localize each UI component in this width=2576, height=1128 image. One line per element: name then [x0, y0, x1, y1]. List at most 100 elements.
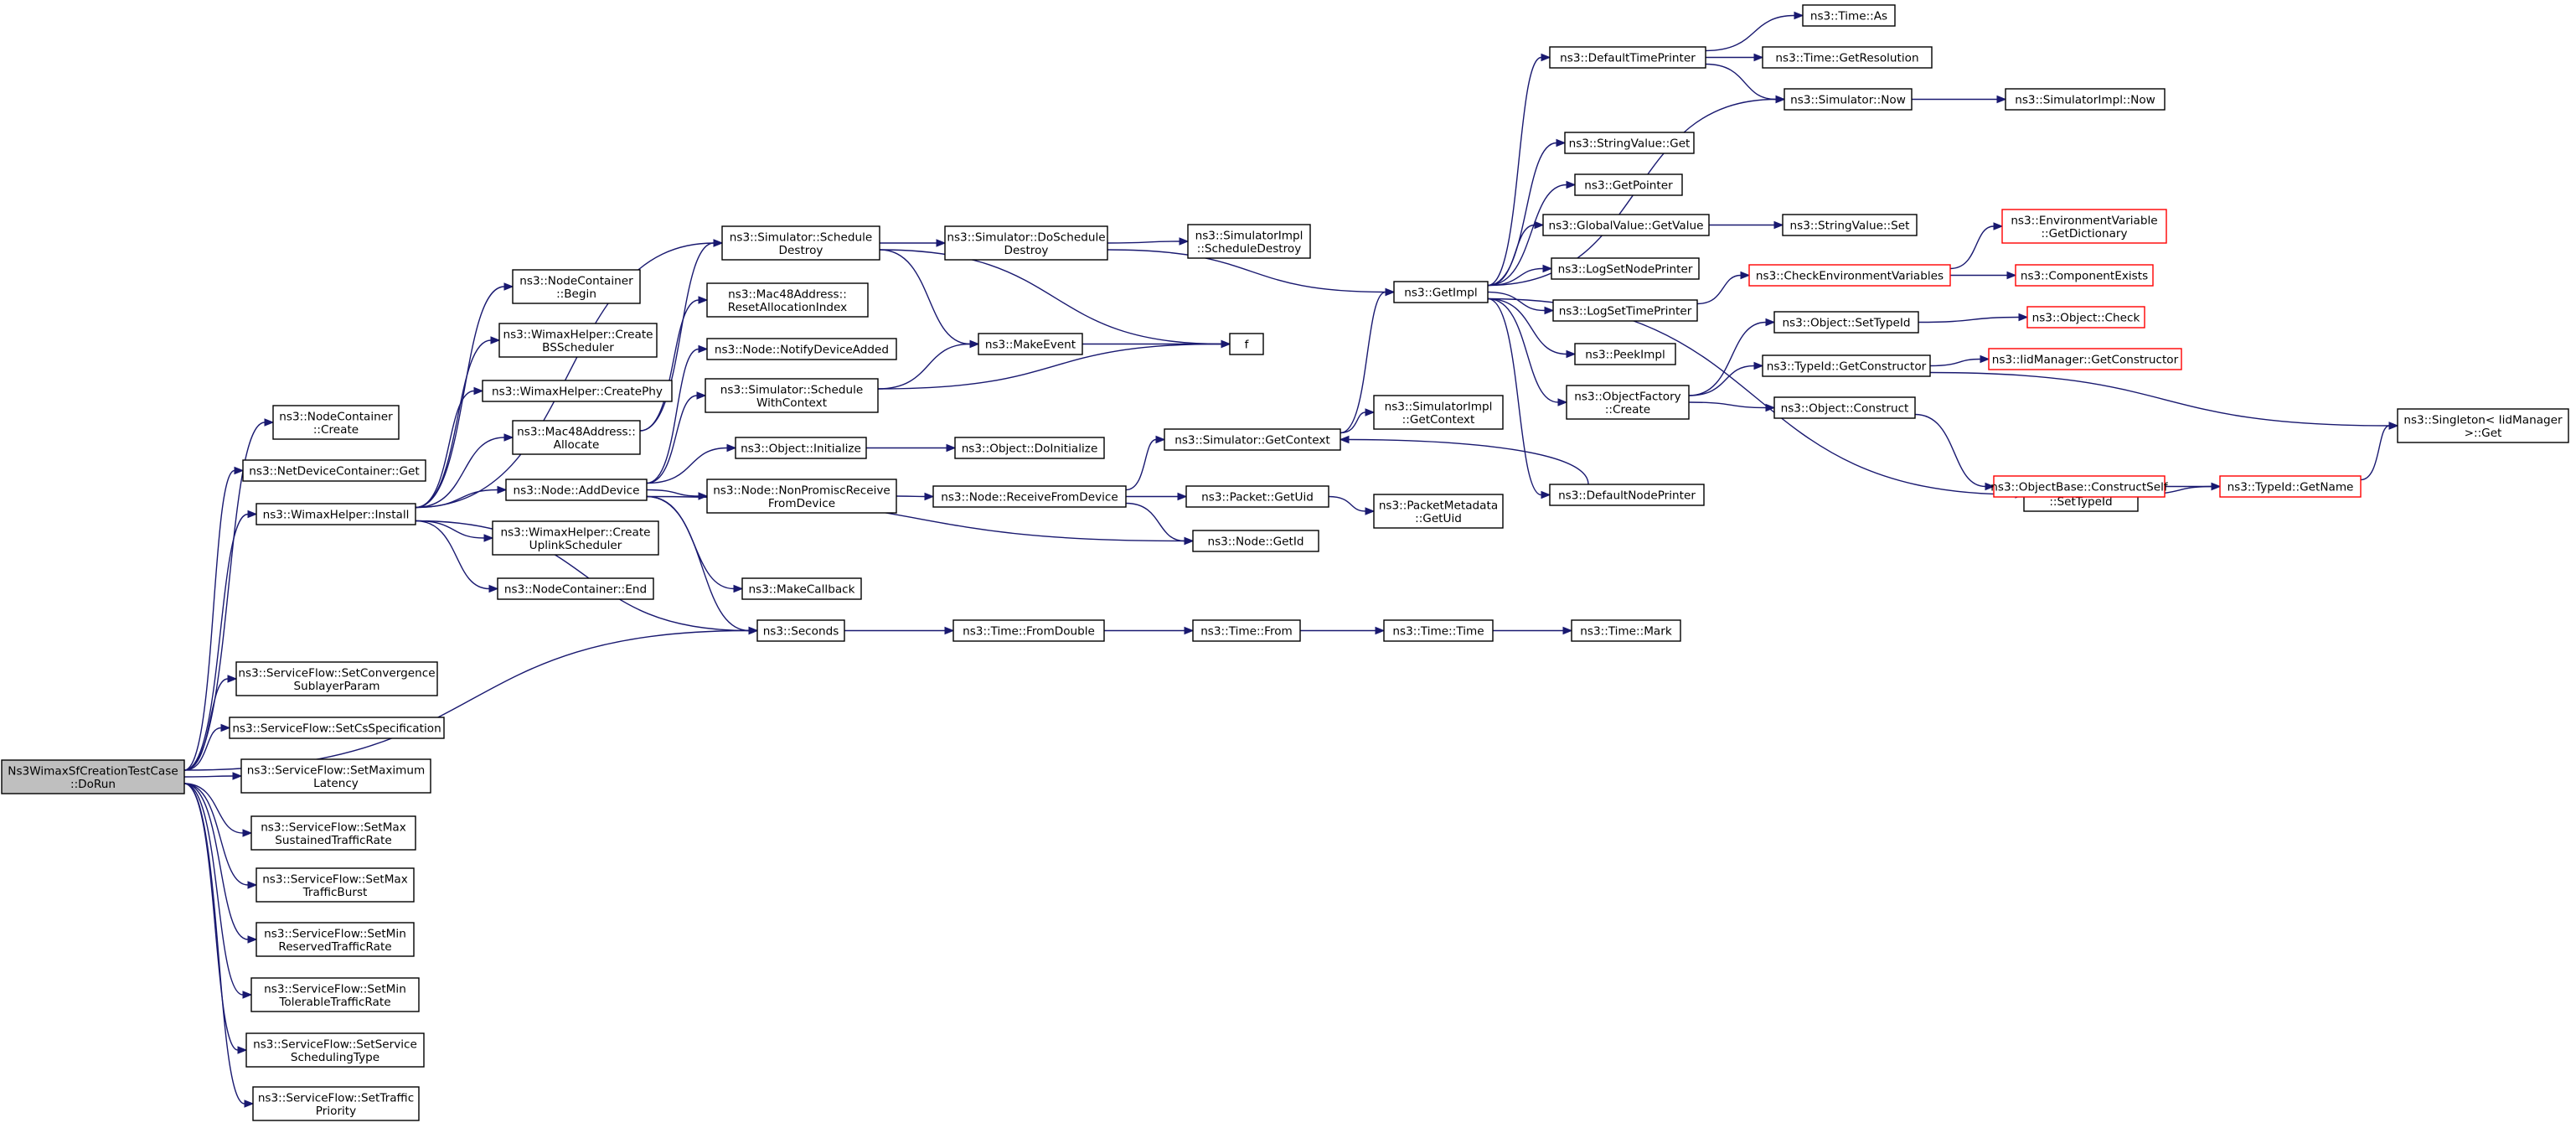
arrowhead-time_time-to-time_mark	[1562, 626, 1573, 635]
node-seconds[interactable]: ns3::Seconds	[756, 619, 845, 642]
node-makecb[interactable]: ns3::MakeCallback	[741, 577, 862, 600]
node-of_create[interactable]: ns3::ObjectFactory::Create	[1566, 385, 1690, 420]
node-sf_mintol[interactable]: ns3::ServiceFlow::SetMinTolerableTraffic…	[250, 977, 420, 1012]
node-ndc_get[interactable]: ns3::NetDeviceContainer::Get	[242, 459, 426, 482]
node-sf_maxsus[interactable]: ns3::ServiceFlow::SetMaxSustainedTraffic…	[250, 815, 416, 851]
node-simimpl_sd[interactable]: ns3::SimulatorImpl::ScheduleDestroy	[1187, 224, 1311, 259]
node-label: ns3::Simulator::DoSchedule	[947, 230, 1105, 244]
node-sim_now[interactable]: ns3::Simulator::Now	[1784, 88, 1913, 111]
node-mac_alloc[interactable]: ns3::Mac48Address::Allocate	[512, 420, 641, 455]
node-label: ns3::WimaxHelper::CreatePhy	[492, 385, 663, 399]
node-makeevent[interactable]: ns3::MakeEvent	[978, 333, 1083, 355]
node-label: ns3::Node::AddDevice	[514, 484, 640, 498]
node-tid_gn[interactable]: ns3::TypeId::GetName	[2219, 475, 2362, 498]
node-label: ns3::Object::Construct	[1781, 402, 1909, 416]
node-f[interactable]: f	[1229, 333, 1264, 355]
node-pm_uid[interactable]: ns3::PacketMetadata::GetUid	[1373, 494, 1504, 529]
edge-getimpl-to-lstp	[1487, 291, 1546, 312]
node-sf_minres[interactable]: ns3::ServiceFlow::SetMinReservedTrafficR…	[256, 922, 415, 957]
node-obase_cs[interactable]: ns3::ObjectBase::ConstructSelf	[1990, 475, 2169, 498]
node-box	[1551, 257, 1700, 280]
node-wh_phy[interactable]: ns3::WimaxHelper::CreatePhy	[482, 380, 673, 402]
node-box	[721, 225, 880, 261]
node-wh_install[interactable]: ns3::WimaxHelper::Install	[256, 503, 416, 525]
node-time_res[interactable]: ns3::Time::GetResolution	[1762, 46, 1933, 69]
edge-wh_install-to-wh_bs	[415, 339, 492, 509]
edge-dnp-to-sim_gc	[1348, 438, 1589, 485]
node-time_fd[interactable]: ns3::Time::FromDouble	[952, 619, 1105, 642]
node-node_rfd[interactable]: ns3::Node::ReceiveFromDevice	[932, 485, 1127, 508]
node-gv_get[interactable]: ns3::GlobalValue::GetValue	[1542, 214, 1710, 236]
node-obj_init[interactable]: ns3::Object::Initialize	[735, 437, 867, 459]
node-time_mark[interactable]: ns3::Time::Mark	[1571, 619, 1681, 642]
node-label: ns3::Seconds	[763, 625, 839, 639]
node-tid_gc[interactable]: ns3::TypeId::GetConstructor	[1762, 354, 1931, 377]
edge-obj_construct-to-obase_cs	[1914, 413, 1986, 488]
node-label: ns3::Object::Initialize	[741, 442, 861, 456]
node-box	[932, 485, 1127, 508]
node-singleton[interactable]: ns3::Singleton< IidManager>::Get	[2397, 408, 2569, 443]
node-ev_gd[interactable]: ns3::EnvironmentVariable::GetDictionary	[2001, 209, 2167, 244]
node-peekimpl[interactable]: ns3::PeekImpl	[1574, 343, 1676, 365]
node-pkt_uid[interactable]: ns3::Packet::GetUid	[1185, 485, 1329, 508]
arrowhead-node_add-to-obj_init	[726, 443, 737, 453]
arrowhead-obj_construct-to-obase_cs	[1985, 482, 1995, 491]
node-time_time[interactable]: ns3::Time::Time	[1383, 619, 1494, 642]
node-getpointer[interactable]: ns3::GetPointer	[1574, 173, 1683, 196]
edge-root-to-wh_install	[183, 513, 249, 771]
node-comp_exists[interactable]: ns3::ComponentExists	[2015, 264, 2154, 287]
node-cev[interactable]: ns3::CheckEnvironmentVariables	[1748, 264, 1951, 287]
arrowhead-sim_dosd-to-simimpl_sd	[1179, 237, 1190, 246]
node-box	[735, 437, 867, 459]
node-label: ns3::ServiceFlow::SetMax	[262, 872, 408, 886]
node-simimpl_now[interactable]: ns3::SimulatorImpl::Now	[2005, 88, 2166, 111]
arrowhead-makeevent-to-f	[1221, 339, 1231, 349]
node-box	[1748, 264, 1951, 287]
node-getimpl[interactable]: ns3::GetImpl	[1393, 281, 1489, 303]
node-mac_reset[interactable]: ns3::Mac48Address::ResetAllocationIndex	[706, 282, 869, 318]
node-nc_create[interactable]: ns3::NodeContainer::Create	[272, 405, 400, 440]
node-simimpl_gc[interactable]: ns3::SimulatorImpl::GetContext	[1373, 395, 1504, 430]
node-node_notify[interactable]: ns3::Node::NotifyDeviceAdded	[706, 338, 897, 360]
node-sim_gc[interactable]: ns3::Simulator::GetContext	[1164, 428, 1341, 451]
node-lsnp[interactable]: ns3::LogSetNodePrinter	[1551, 257, 1700, 280]
node-lstp[interactable]: ns3::LogSetTimePrinter	[1552, 299, 1698, 322]
node-sf_sched[interactable]: ns3::ServiceFlow::SetServiceSchedulingTy…	[245, 1032, 425, 1068]
node-obj_check[interactable]: ns3::Object::Check	[2026, 306, 2145, 329]
node-box	[1542, 214, 1710, 236]
node-time_as[interactable]: ns3::Time::As	[1802, 4, 1896, 27]
node-sf_cs[interactable]: ns3::ServiceFlow::SetCsSpecification	[229, 717, 445, 739]
node-node_id[interactable]: ns3::Node::GetId	[1192, 530, 1319, 552]
node-node_add[interactable]: ns3::Node::AddDevice	[505, 479, 648, 501]
arrowhead-root-to-ndc_get	[234, 466, 245, 475]
node-nc_begin[interactable]: ns3::NodeContainer::Begin	[512, 269, 641, 304]
edge-root-to-sf_maxlat	[183, 775, 234, 778]
node-sv_get[interactable]: ns3::StringValue::Get	[1564, 132, 1695, 154]
node-label: ns3::SimulatorImpl	[1195, 229, 1303, 242]
edge-mac_alloc-to-mac_reset	[639, 299, 699, 432]
arrowhead-root-to-sf_mintol	[242, 991, 253, 999]
node-nc_end[interactable]: ns3::NodeContainer::End	[497, 577, 654, 600]
arrowhead-cev-to-ev_gd	[1993, 222, 2004, 230]
node-obj_settid[interactable]: ns3::Object::SetTypeId	[1773, 311, 1919, 334]
node-sim_sd[interactable]: ns3::Simulator::ScheduleDestroy	[721, 225, 880, 261]
arrowhead-tid_gn-to-singleton	[2388, 422, 2399, 430]
node-sv_set[interactable]: ns3::StringValue::Set	[1782, 214, 1918, 236]
node-dnp[interactable]: ns3::DefaultNodePrinter	[1549, 484, 1705, 506]
node-obj_doinit[interactable]: ns3::Object::DoInitialize	[954, 437, 1105, 459]
node-obj_construct[interactable]: ns3::Object::Construct	[1773, 396, 1916, 419]
node-sf_conv[interactable]: ns3::ServiceFlow::SetConvergenceSublayer…	[235, 661, 438, 696]
node-box	[1773, 396, 1916, 419]
node-iid_gc[interactable]: ns3::IidManager::GetConstructor	[1988, 348, 2182, 370]
arrowhead-node_add-to-seconds	[748, 626, 759, 635]
node-dtp[interactable]: ns3::DefaultTimePrinter	[1549, 46, 1706, 69]
node-time_from[interactable]: ns3::Time::From	[1192, 619, 1301, 642]
